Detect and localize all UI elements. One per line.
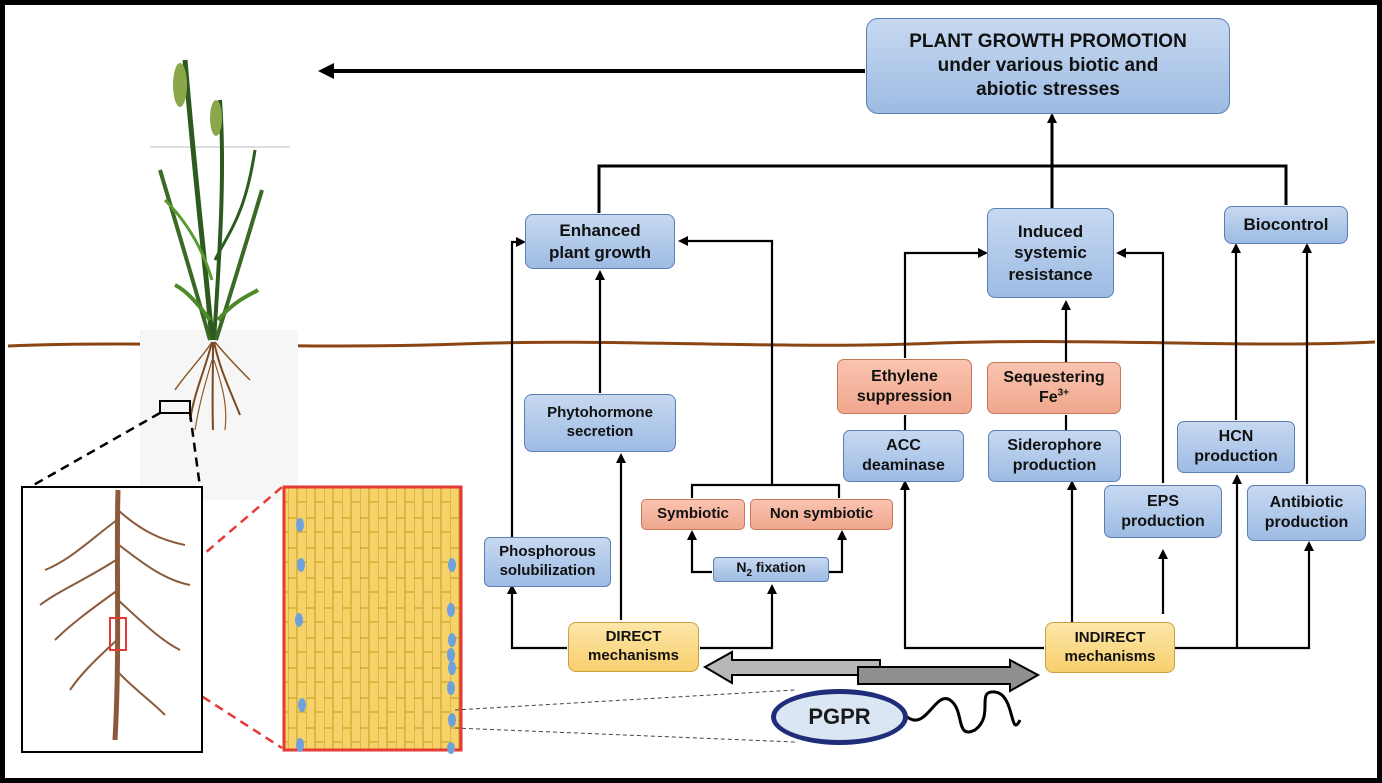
pgpr-bacterium: PGPR bbox=[771, 689, 908, 745]
hcn-production-box: HCN production bbox=[1177, 421, 1295, 473]
sid-line2: production bbox=[1012, 457, 1097, 474]
antibiotic-production-box: Antibiotic production bbox=[1247, 485, 1366, 541]
main-subtitle-line1: under various biotic and bbox=[937, 55, 1159, 77]
anti-line2: production bbox=[1264, 514, 1349, 531]
eps-line2: production bbox=[1121, 512, 1205, 530]
root-cells-panel bbox=[282, 485, 463, 754]
phosphorous-solubilization-box: Phosphorous solubilization bbox=[484, 537, 611, 587]
acc-line1: ACC bbox=[886, 437, 921, 454]
pgpr-flagella bbox=[903, 690, 1022, 734]
phyto-line1: Phytohormone bbox=[547, 404, 653, 422]
biocontrol-label: Biocontrol bbox=[1243, 215, 1329, 235]
isr-line2: systemic bbox=[1014, 243, 1087, 263]
direct-mechanisms-box: DIRECT mechanisms bbox=[568, 622, 699, 672]
siderophore-production-box: Siderophore production bbox=[988, 430, 1121, 482]
main-title: PLANT GROWTH PROMOTION bbox=[909, 31, 1187, 53]
eps-production-box: EPS production bbox=[1104, 485, 1222, 538]
phytohormone-secretion-box: Phytohormone secretion bbox=[524, 394, 676, 452]
pgpr-label: PGPR bbox=[808, 704, 871, 730]
wheat-plant-illustration bbox=[140, 59, 298, 500]
direct-mech-line2: mechanisms bbox=[588, 647, 679, 664]
symbiotic-box: Symbiotic bbox=[641, 499, 745, 530]
acc-line2: deaminase bbox=[862, 457, 945, 474]
indirect-mech-line1: INDIRECT bbox=[1074, 628, 1146, 646]
sequestering-fe-box: Sequestering Fe3+ bbox=[987, 362, 1121, 414]
root-zoom-panel bbox=[21, 486, 203, 753]
anti-line1: Antibiotic bbox=[1269, 494, 1344, 511]
phyto-line2: secretion bbox=[566, 423, 634, 440]
indirect-mechanisms-box: INDIRECT mechanisms bbox=[1045, 622, 1175, 673]
symbiotic-label: Symbiotic bbox=[657, 505, 729, 523]
ethylene-line2: suppression bbox=[856, 387, 953, 405]
hcn-line2: production bbox=[1194, 448, 1278, 465]
isr-line3: resistance bbox=[1008, 264, 1093, 284]
seq-line1: Sequestering bbox=[1003, 369, 1105, 386]
hcn-line1: HCN bbox=[1218, 428, 1254, 445]
eps-line1: EPS bbox=[1146, 492, 1179, 510]
phos-line1: Phosphorous bbox=[499, 543, 596, 561]
induced-systemic-resistance-box: Induced systemic resistance bbox=[987, 208, 1114, 298]
sid-line1: Siderophore bbox=[1007, 437, 1102, 454]
ethylene-line1: Ethylene bbox=[871, 367, 938, 385]
isr-line1: Induced bbox=[1017, 222, 1084, 242]
n2-fixation-label: N2 fixation bbox=[736, 558, 806, 579]
biocontrol-box: Biocontrol bbox=[1224, 206, 1348, 244]
enhanced-line1: Enhanced bbox=[559, 221, 641, 241]
enhanced-line2: plant growth bbox=[549, 242, 651, 262]
plant-growth-promotion-box: PLANT GROWTH PROMOTION under various bio… bbox=[866, 18, 1230, 114]
seq-line2: Fe3+ bbox=[1038, 387, 1070, 406]
enhanced-plant-growth-box: Enhanced plant growth bbox=[525, 214, 675, 269]
acc-deaminase-box: ACC deaminase bbox=[843, 430, 964, 482]
ethylene-suppression-box: Ethylene suppression bbox=[837, 359, 972, 414]
non-symbiotic-label: Non symbiotic bbox=[769, 505, 874, 523]
mechanism-double-arrow bbox=[702, 650, 1041, 693]
indirect-mech-line2: mechanisms bbox=[1064, 647, 1156, 665]
direct-mech-line1: DIRECT bbox=[605, 628, 662, 646]
phos-line2: solubilization bbox=[499, 562, 596, 579]
non-symbiotic-box: Non symbiotic bbox=[750, 499, 893, 530]
main-subtitle-line2: abiotic stresses bbox=[976, 78, 1120, 100]
n2-fixation-box: N2 fixation bbox=[713, 557, 829, 582]
